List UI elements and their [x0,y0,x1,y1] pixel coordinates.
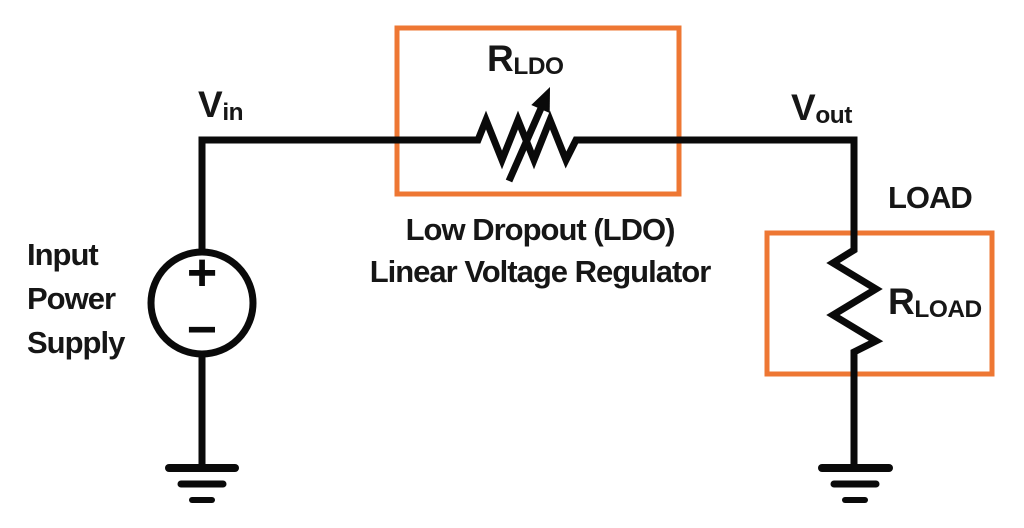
input-supply-line3: Supply [27,325,125,360]
rload-label: RLOAD [888,281,982,323]
vout-sub: out [815,101,852,129]
ground-left-icon [165,464,239,503]
input-supply-line1: Input [27,237,99,272]
vout-label: Vout [791,87,852,129]
ldo-caption-line1: Low Dropout (LDO) [405,212,676,247]
main-wire-with-resistors [198,110,884,468]
vin-label: Vin [198,84,244,126]
variable-resistor-arrowhead [531,87,550,113]
rldo-main: R [487,38,514,79]
rload-sub: LOAD [914,295,982,323]
variable-resistor-arrow-shaft [505,104,546,183]
rldo-sub: LDO [513,52,564,80]
ldo-caption: Low Dropout (LDO) Linear Voltage Regulat… [330,209,750,293]
load-box-label: LOAD [888,180,973,215]
input-power-supply-label: Input Power Supply [27,233,125,365]
minus-sign: − [186,301,218,359]
rload-main: R [888,281,915,322]
load-highlight-box [764,230,995,377]
vin-main: V [198,84,223,125]
vout-main: V [791,87,816,128]
ldo-highlight-box [394,25,682,197]
ground-right-icon [818,464,893,503]
plus-sign: + [186,244,218,302]
ldo-caption-line2: Linear Voltage Regulator [369,254,712,289]
vin-sub: in [222,98,244,126]
rldo-label: RLDO [487,38,564,80]
input-supply-line2: Power [27,281,116,316]
